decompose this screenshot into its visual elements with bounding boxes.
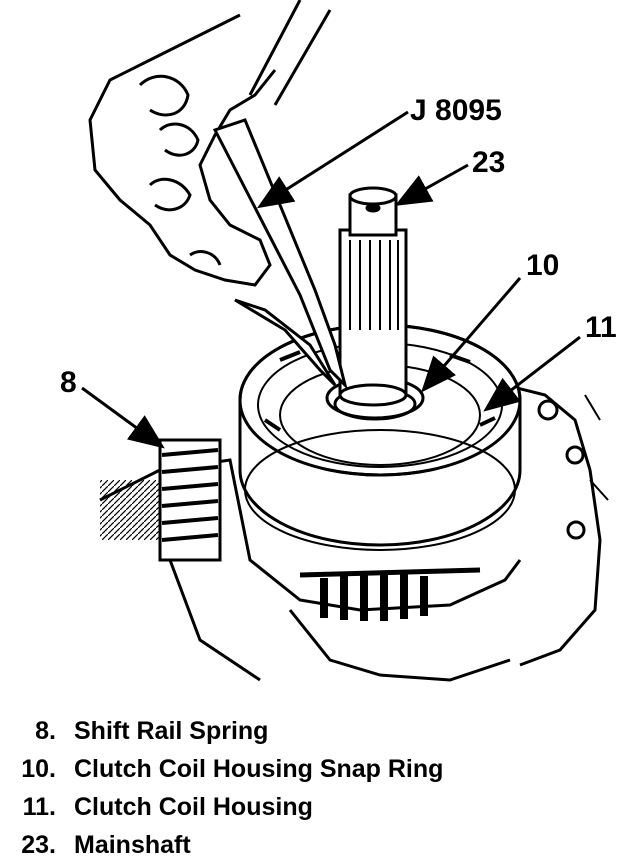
legend-number: 11. [22,793,56,821]
exploded-diagram: J 8095 23 10 11 8 [60,0,617,682]
parts-legend: 8. Shift Rail Spring 10. Clutch Coil Hou… [0,712,640,864]
snap-ring-pliers [212,0,348,390]
clutch-coil-housing [238,323,522,551]
leader-tool [256,110,409,209]
legend-item: 23. Mainshaft [0,826,640,864]
legend-label: Clutch Coil Housing [74,793,313,821]
callout-11: 11 [585,311,617,344]
transmission-case [504,383,609,667]
legend-item: 10. Clutch Coil Housing Snap Ring [0,750,640,788]
mainshaft [338,186,408,407]
legend-item: 11. Clutch Coil Housing [0,788,640,826]
legend-label: Mainshaft [74,831,191,859]
callout-leaders [81,110,581,449]
legend-label: Clutch Coil Housing Snap Ring [74,755,444,783]
callout-tool: J 8095 [410,94,502,127]
leader-23 [394,163,469,206]
gear-assembly [99,458,522,682]
shift-rail-spring [158,438,222,562]
callout-10: 10 [526,249,559,282]
leader-10 [421,277,522,393]
legend-number: 23. [21,831,56,859]
leader-8 [81,386,165,449]
callout-23: 23 [472,146,505,179]
leader-11 [483,335,581,412]
spline-lines [349,240,399,330]
callout-8: 8 [60,366,77,399]
legend-label: Shift Rail Spring [74,717,269,745]
legend-item: 8. Shift Rail Spring [0,712,640,750]
legend-number: 8. [35,717,56,745]
gear-teeth [320,573,428,621]
technician-hand [88,13,277,287]
legend-number: 10. [21,755,56,783]
